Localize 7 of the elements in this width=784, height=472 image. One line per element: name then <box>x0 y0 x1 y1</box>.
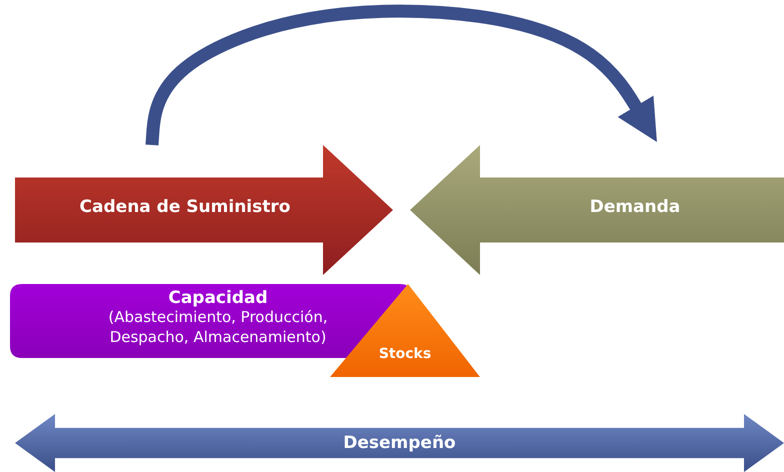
node-label: Demanda <box>588 197 682 218</box>
node-description: (Abastecimiento, Producción, Despacho, Almacenamiento) <box>107 308 329 347</box>
node-label: Capacidad <box>167 288 269 310</box>
node-label: Desempeño <box>342 433 457 454</box>
curved-arrow <box>146 4 657 146</box>
node-label: Stocks <box>378 346 432 364</box>
node-label: Cadena de Suministro <box>78 197 292 218</box>
